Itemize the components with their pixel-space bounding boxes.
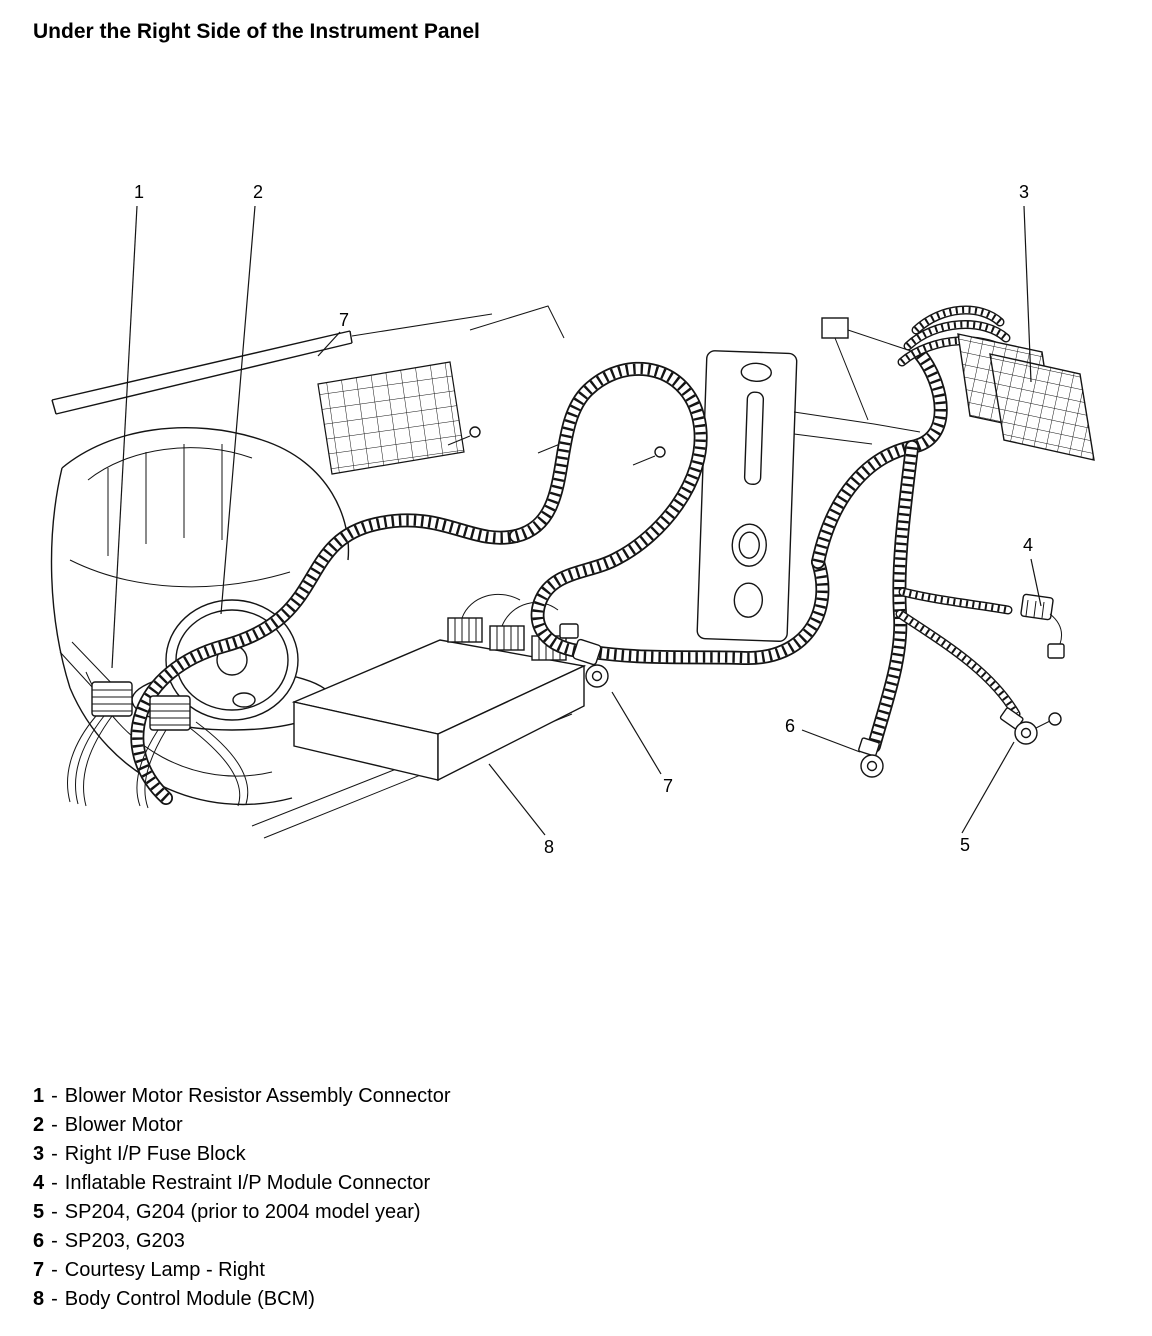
legend-item-number: 6	[33, 1230, 45, 1252]
callout-number: 8	[544, 837, 554, 857]
legend-item-number: 5	[33, 1201, 45, 1223]
callout-number: 4	[1023, 535, 1033, 555]
legend-item: 7-Courtesy Lamp - Right	[33, 1256, 451, 1285]
legend-item-separator: -	[51, 1201, 58, 1223]
callouts: 1 2 3 7 4 6 7	[111, 182, 1042, 857]
legend-item: 4-Inflatable Restraint I/P Module Connec…	[33, 1169, 451, 1198]
legend-item-label: Right I/P Fuse Block	[64, 1143, 246, 1165]
callout-number: 7	[339, 310, 349, 330]
legend-item-number: 1	[33, 1085, 45, 1107]
ground-terminal-sp204-drawing	[999, 707, 1062, 745]
legend-item-separator: -	[51, 1230, 58, 1252]
callout-7-bottom: 7	[611, 691, 673, 796]
legend-item-separator: -	[51, 1114, 58, 1136]
callout-5: 5	[960, 741, 1015, 855]
bcm-drawing	[291, 593, 589, 782]
legend-item-label: Inflatable Restraint I/P Module Connecto…	[64, 1172, 431, 1194]
legend-item: 6-SP203, G203	[33, 1227, 451, 1256]
legend-item-separator: -	[51, 1085, 58, 1107]
legend-item-number: 7	[33, 1259, 45, 1281]
legend-item-label: Body Control Module (BCM)	[64, 1288, 315, 1310]
callout-6: 6	[785, 716, 861, 753]
legend: 1-Blower Motor Resistor Assembly Connect…	[33, 1082, 451, 1314]
callout-2: 2	[220, 182, 263, 615]
resistor-connector-drawing	[67, 681, 249, 809]
legend-item-number: 8	[33, 1288, 45, 1310]
ip-module-connector-drawing	[1020, 593, 1065, 659]
instrument-panel-wiring-diagram: 1 2 3 7 4 6 7	[50, 182, 1095, 857]
callout-4: 4	[1023, 535, 1042, 607]
legend-item-number: 4	[33, 1172, 45, 1194]
legend-item-separator: -	[51, 1143, 58, 1165]
callout-7-top: 7	[317, 310, 349, 357]
legend-item-label: SP203, G203	[64, 1230, 185, 1252]
legend-item-label: Blower Motor Resistor Assembly Connector	[64, 1085, 451, 1107]
legend-item: 5-SP204, G204 (prior to 2004 model year)	[33, 1198, 451, 1227]
callout-number: 7	[663, 776, 673, 796]
courtesy-lamp-drawing	[559, 623, 609, 688]
legend-item: 1-Blower Motor Resistor Assembly Connect…	[33, 1082, 451, 1111]
callout-number: 1	[134, 182, 144, 202]
callout-3: 3	[1019, 182, 1032, 383]
legend-item: 3-Right I/P Fuse Block	[33, 1140, 451, 1169]
legend-item-label: Blower Motor	[64, 1114, 183, 1136]
center-bracket-drawing	[447, 317, 921, 642]
legend-item-separator: -	[51, 1259, 58, 1281]
callout-8: 8	[488, 763, 554, 857]
legend-item: 8-Body Control Module (BCM)	[33, 1285, 451, 1314]
cowl-bar-drawing	[51, 305, 565, 415]
legend-item: 2-Blower Motor	[33, 1111, 451, 1140]
ground-terminal-sp203-drawing	[858, 737, 884, 778]
legend-item-label: SP204, G204 (prior to 2004 model year)	[64, 1201, 421, 1223]
page-title: Under the Right Side of the Instrument P…	[33, 20, 480, 43]
callout-number: 2	[253, 182, 263, 202]
legend-item-separator: -	[51, 1288, 58, 1310]
fuse-block-drawing	[957, 333, 1095, 461]
legend-item-label: Courtesy Lamp - Right	[64, 1259, 265, 1281]
legend-item-number: 3	[33, 1143, 45, 1165]
legend-item-separator: -	[51, 1172, 58, 1194]
callout-number: 3	[1019, 182, 1029, 202]
evaporator-grid-drawing	[317, 361, 465, 475]
callout-1: 1	[111, 182, 144, 669]
callout-number: 6	[785, 716, 795, 736]
legend-item-number: 2	[33, 1114, 45, 1136]
callout-number: 5	[960, 835, 970, 855]
